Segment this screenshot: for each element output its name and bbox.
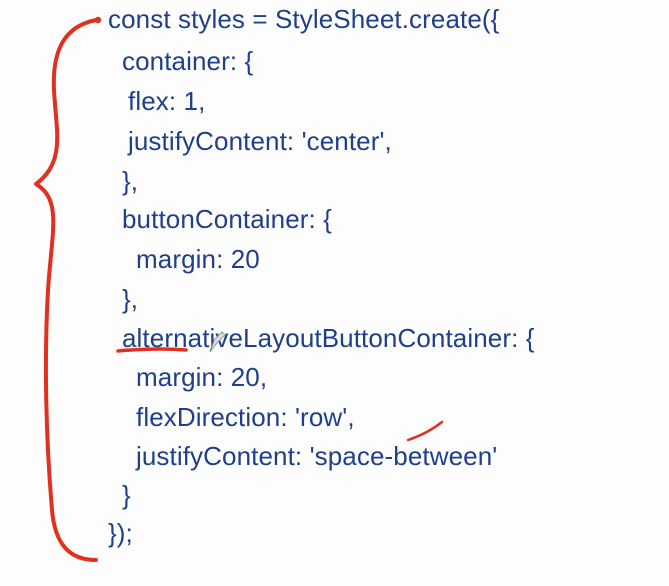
code-line-14: }); xyxy=(108,518,133,548)
code-line-13: } xyxy=(122,480,131,510)
code-line-9: alternativeLayoutButtonContainer: { xyxy=(122,323,535,353)
code-line-1: const styles = StyleSheet.create({ xyxy=(108,4,500,34)
code-line-10: margin: 20, xyxy=(136,362,268,392)
pen-cursor-icon xyxy=(209,331,226,353)
code-line-6: buttonContainer: { xyxy=(122,204,332,234)
code-line-7: margin: 20 xyxy=(136,244,260,274)
code-line-2: container: { xyxy=(122,46,254,76)
code-line-3: flex: 1, xyxy=(128,86,206,116)
code-line-4: justifyContent: 'center', xyxy=(128,126,392,156)
code-line-12: justifyContent: 'space-between' xyxy=(136,441,498,471)
code-line-11: flexDirection: 'row', xyxy=(136,402,355,432)
code-line-5: }, xyxy=(122,166,139,196)
code-line-8: }, xyxy=(122,284,139,314)
